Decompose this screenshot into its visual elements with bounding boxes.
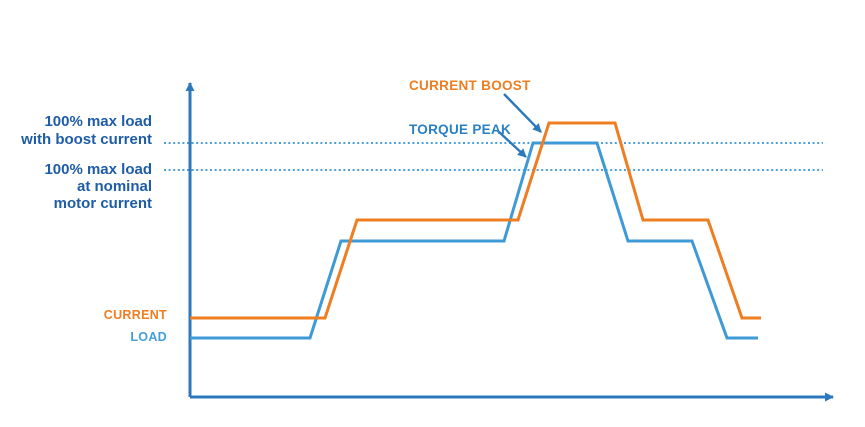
annotation-arrow-torque-peak: [497, 130, 527, 158]
series-line-current: [190, 121, 761, 320]
series-label-load: LOAD: [130, 330, 167, 344]
ref-label-nominal-max: 100% max load at nominal motor current: [44, 161, 152, 212]
series-label-current: CURRENT: [103, 308, 167, 322]
annotation-torque-peak-label: TORQUE PEAK: [409, 122, 512, 137]
annotation-arrow-current-boost: [503, 93, 542, 133]
series-line-load: [190, 141, 758, 340]
ref-label-boost-max: 100% max load with boost current: [21, 113, 152, 148]
annotation-current-boost-label: CURRENT BOOST: [409, 78, 531, 93]
